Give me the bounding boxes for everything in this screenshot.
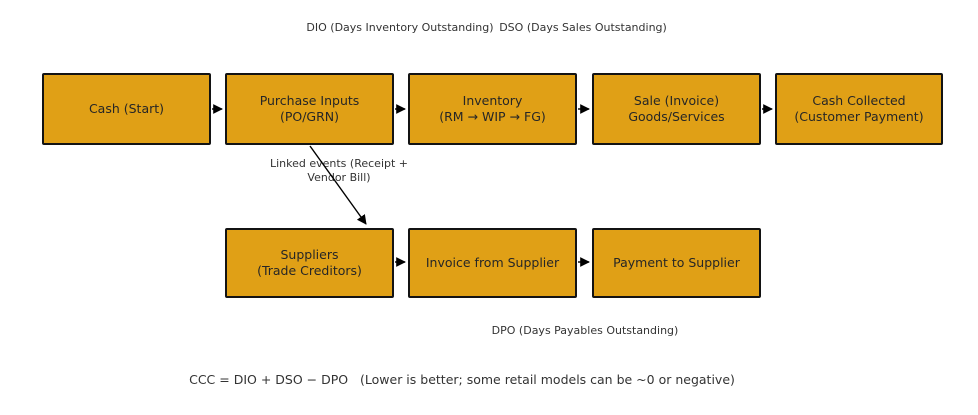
node-sublabel: (PO/GRN)	[279, 109, 340, 124]
node-sublabel: (RM → WIP → FG)	[439, 109, 546, 124]
node-purchase-inputs: Purchase Inputs (PO/GRN)	[225, 73, 394, 145]
node-label: Sale (Invoice)	[633, 93, 720, 108]
ccc-formula: CCC = DIO + DSO − DPO (Lower is better; …	[189, 372, 735, 387]
node-suppliers: Suppliers (Trade Creditors)	[225, 228, 394, 298]
dpo-label: DPO (Days Payables Outstanding)	[491, 324, 679, 337]
node-invoice-from-supplier: Invoice from Supplier	[408, 228, 577, 298]
linked-events-title: Linked events	[269, 157, 347, 170]
dso-label: DSO (Days Sales Outstanding)	[473, 21, 693, 35]
node-label: Purchase Inputs	[259, 93, 360, 108]
dso-expansion: (Days Sales Outstanding)	[526, 21, 667, 34]
node-label: Cash Collected	[812, 93, 906, 108]
dio-abbreviation: DIO	[306, 21, 327, 34]
node-label: Suppliers	[280, 247, 339, 262]
node-payment-to-supplier: Payment to Supplier	[592, 228, 761, 298]
node-label: Invoice from Supplier	[425, 255, 560, 270]
node-sublabel: (Customer Payment)	[794, 109, 924, 124]
node-label: Payment to Supplier	[613, 255, 740, 270]
node-cash-collected: Cash Collected (Customer Payment)	[775, 73, 943, 145]
node-label: Cash (Start)	[88, 101, 165, 116]
node-inventory: Inventory (RM → WIP → FG)	[408, 73, 577, 145]
dio-expansion: (Days Inventory Outstanding)	[330, 21, 494, 34]
node-label: Inventory	[462, 93, 523, 108]
linked-events-label: Linked events (Receipt + Vendor Bill)	[249, 157, 429, 184]
dio-label: DIO (Days Inventory Outstanding)	[290, 21, 510, 35]
node-sublabel: (Trade Creditors)	[257, 263, 362, 278]
node-cash-start: Cash (Start)	[42, 73, 211, 145]
dso-abbreviation: DSO	[499, 21, 524, 34]
node-sale-invoice: Sale (Invoice) Goods/Services	[592, 73, 761, 145]
node-sublabel: Goods/Services	[628, 109, 725, 124]
